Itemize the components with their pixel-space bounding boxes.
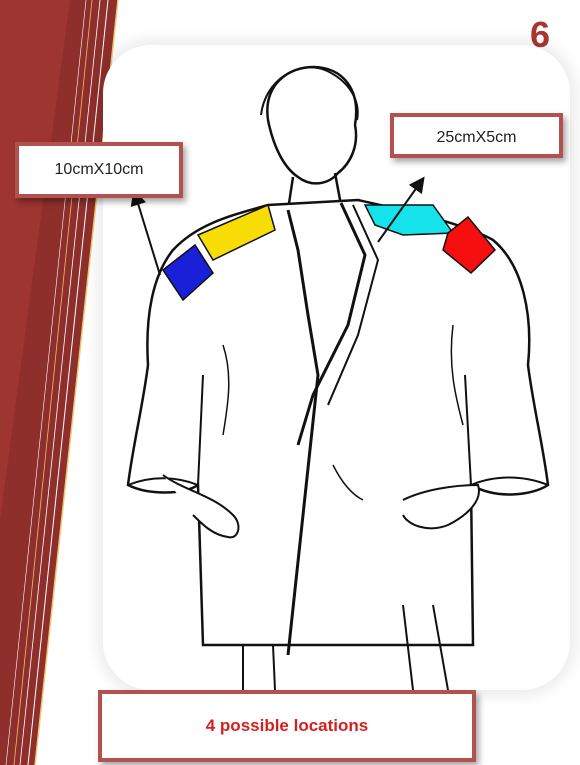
left-size-label: 10cmX10cm	[15, 142, 183, 198]
right-size-label: 25cmX5cm	[390, 113, 563, 158]
possible-locations-caption: 4 possible locations	[98, 690, 476, 762]
